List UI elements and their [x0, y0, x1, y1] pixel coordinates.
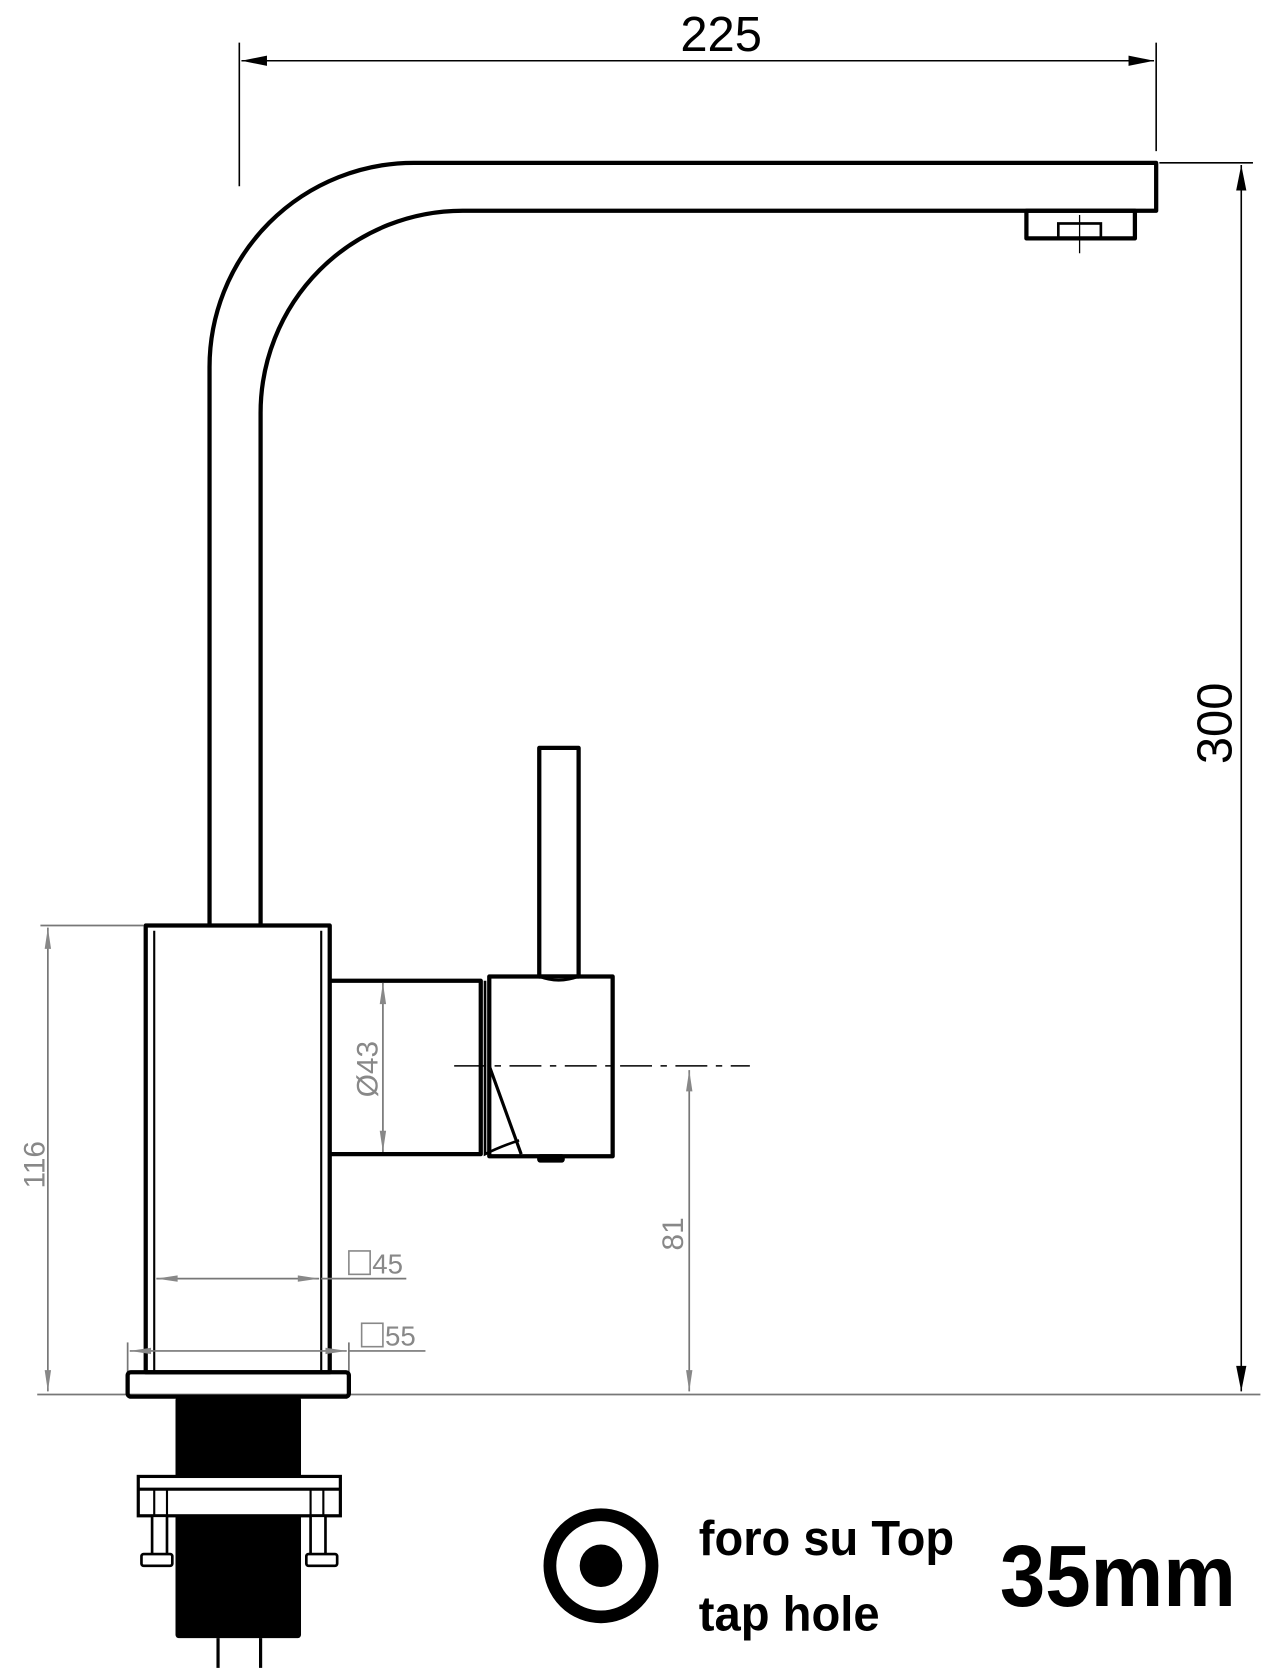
- dimension-body-square: 45: [156, 1248, 407, 1282]
- spout: [207, 160, 1159, 926]
- dimension-base-square: 55: [126, 1321, 426, 1383]
- dimension-label: 225: [680, 8, 762, 62]
- tap-hole-label-it: foro su Top: [699, 1512, 954, 1566]
- dimension-body-height: 116: [19, 924, 144, 1392]
- tap-hole-circle-icon: [543, 1508, 659, 1624]
- mixer-body: [143, 923, 332, 1375]
- tap-hole-legend: foro su Top tap hole 35mm: [543, 1508, 1236, 1642]
- lever-handle[interactable]: [487, 745, 615, 1163]
- dimension-label: 300: [1189, 683, 1243, 765]
- dimension-label: Ø43: [352, 1041, 385, 1097]
- dimension-label: 116: [19, 1141, 52, 1188]
- dimension-cartridge-diameter: Ø43: [352, 982, 387, 1153]
- base-plate: [125, 1370, 351, 1399]
- dimension-label: 55: [385, 1321, 416, 1352]
- dimension-spout-reach: 225: [238, 8, 1157, 187]
- fixing-bracket: [136, 1474, 342, 1568]
- threaded-shank: [175, 1396, 302, 1668]
- tap-hole-size: 35mm: [1000, 1528, 1236, 1625]
- dimension-label: 81: [657, 1217, 690, 1250]
- dimension-lever-height: 81: [657, 1070, 693, 1392]
- dimension-label: 45: [372, 1248, 403, 1279]
- dimension-total-height: 300: [1159, 162, 1253, 1392]
- tap-hole-label-en: tap hole: [699, 1588, 880, 1642]
